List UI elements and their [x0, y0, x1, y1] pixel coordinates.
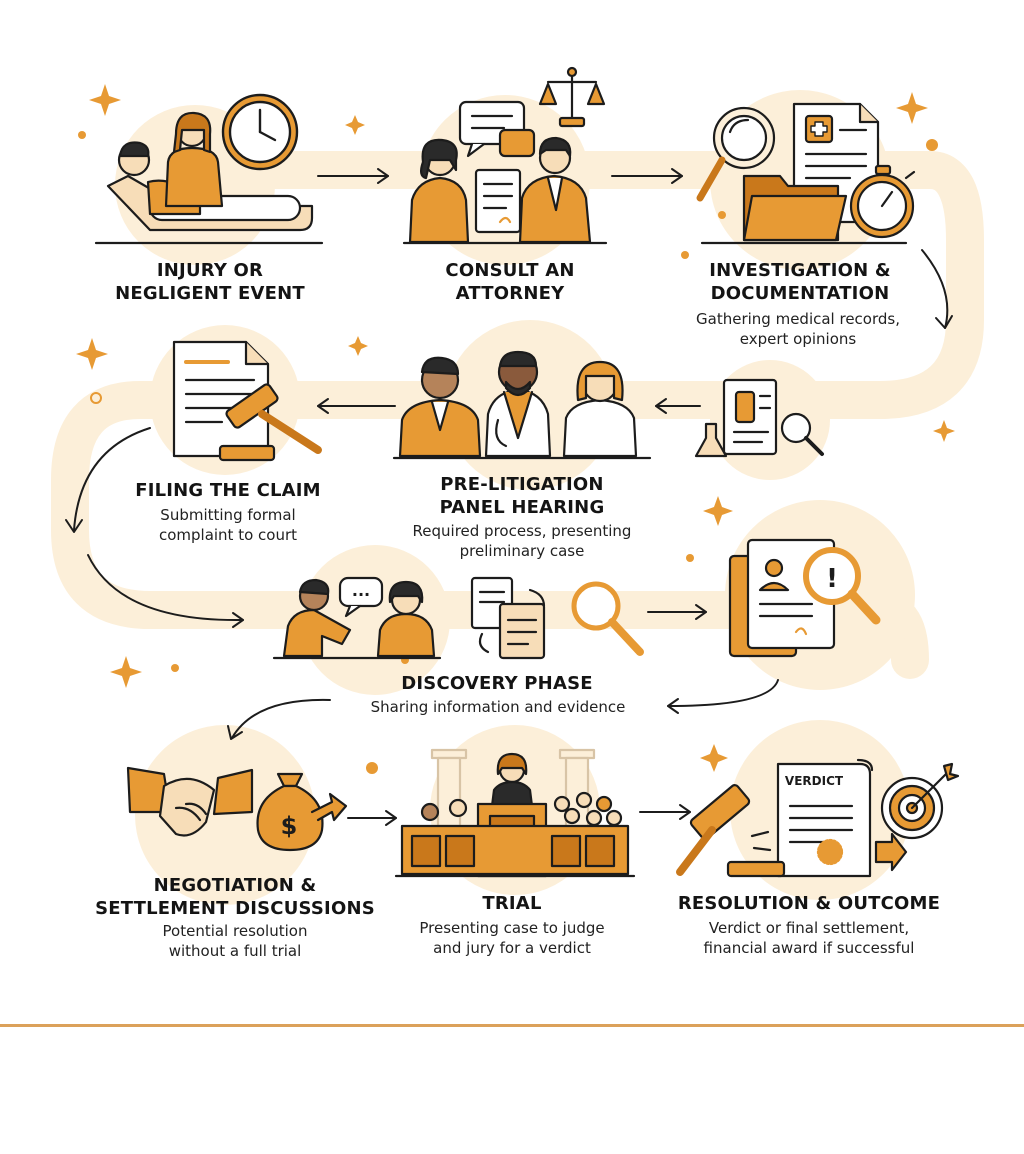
arrow-right-icon — [611, 168, 683, 184]
step-3-desc-line: Gathering medical records, — [696, 310, 900, 328]
lab-report-icon — [694, 378, 824, 458]
step-9-desc-line: Verdict or final settlement, — [708, 919, 910, 937]
sparkle-icon — [896, 92, 928, 124]
arrow-left-icon — [655, 398, 701, 414]
step-3-desc-line: expert opinions — [739, 330, 857, 348]
step-8-title-line: TRIAL — [482, 893, 542, 914]
alert-symbol: ! — [826, 564, 838, 594]
step-9-title-line: RESOLUTION & OUTCOME — [677, 893, 941, 914]
money-bag-icon — [256, 772, 348, 852]
verdict-target-icon — [676, 758, 960, 878]
step-9-description: Verdict or final settlement, financial a… — [674, 918, 944, 958]
arrow-right-icon — [639, 804, 691, 820]
step-7-desc-line: without a full trial — [168, 942, 302, 960]
sparkle-icon — [933, 420, 955, 442]
background-path — [51, 151, 984, 679]
step-4-title: PRE-LITIGATION PANEL HEARING — [402, 473, 642, 519]
backdrop-negotiation — [135, 725, 315, 905]
arrow-curve-down-left-icon — [227, 698, 331, 740]
arrow-left-icon — [317, 398, 396, 414]
sparkle-icon — [345, 115, 365, 135]
attorney-consultation-icon — [402, 66, 608, 245]
magnifier-records-icon — [696, 102, 916, 245]
step-8-desc-line: Presenting case to judge — [419, 919, 605, 937]
sparkle-icon — [348, 336, 368, 356]
step-4-description: Required process, presenting preliminary… — [382, 521, 662, 561]
step-6-title-line: DISCOVERY PHASE — [401, 673, 593, 694]
arrow-right-icon — [347, 810, 397, 826]
decorative-sparkles — [76, 84, 955, 774]
scales-of-justice-icon — [538, 66, 606, 128]
arrow-right-icon — [317, 168, 389, 184]
case-review-icon — [728, 538, 881, 658]
speech-bubble-icon — [458, 100, 536, 158]
step-5-desc-line: complaint to court — [158, 526, 298, 544]
step-7-title-line: SETTLEMENT DISCUSSIONS — [95, 898, 375, 919]
step-8-desc-line: and jury for a verdict — [433, 939, 591, 957]
sparkle-icon — [110, 656, 142, 688]
discovery-people-icon — [272, 576, 442, 660]
step-9-title: RESOLUTION & OUTCOME — [664, 892, 954, 915]
step-7-title: NEGOTIATION & SETTLEMENT DISCUSSIONS — [84, 874, 386, 920]
arrow-curve-right-icon — [87, 554, 244, 628]
patient-bed-icon — [94, 111, 324, 245]
step-2-title-line: CONSULT AN — [445, 260, 575, 281]
step-4-title-line: PRE-LITIGATION — [440, 474, 604, 495]
step-1-title-line: INJURY OR — [156, 260, 264, 281]
sparkle-icon — [703, 496, 733, 526]
panel-experts-icon — [392, 350, 652, 460]
step-3-title: INVESTIGATION & DOCUMENTATION — [680, 259, 920, 305]
step-4-desc-line: Required process, presenting — [412, 522, 632, 540]
step-1-title: INJURY OR NEGLIGENT EVENT — [100, 259, 320, 305]
step-8-description: Presenting case to judge and jury for a … — [392, 918, 632, 958]
sparkle-icon — [700, 744, 728, 772]
target-icon — [880, 762, 960, 840]
bottom-divider — [0, 1024, 1024, 1027]
step-7-description: Potential resolution without a full tria… — [124, 921, 346, 961]
arrow-right-icon — [647, 604, 707, 620]
step-5-desc-line: Submitting formal — [160, 506, 296, 524]
arrow-curve-down-icon — [921, 249, 953, 329]
step-7-title-line: NEGOTIATION & — [153, 875, 317, 896]
clock-icon — [221, 93, 299, 171]
handshake-money-icon — [126, 766, 348, 852]
step-4-desc-line: preliminary case — [459, 542, 585, 560]
step-7-desc-line: Potential resolution — [162, 922, 308, 940]
document-gavel-icon — [172, 340, 322, 462]
step-6-description: Sharing information and evidence — [340, 697, 656, 717]
step-6-desc-line: Sharing information and evidence — [370, 698, 626, 716]
arrow-curve-left-icon — [667, 679, 779, 714]
step-1-title-line: NEGLIGENT EVENT — [115, 283, 305, 304]
step-5-title: FILING THE CLAIM — [108, 479, 348, 502]
step-3-description: Gathering medical records, expert opinio… — [666, 309, 930, 349]
courtroom-icon — [394, 748, 636, 878]
verdict-label: VERDICT — [785, 774, 844, 788]
step-5-title-line: FILING THE CLAIM — [135, 480, 321, 501]
step-6-title: DISCOVERY PHASE — [372, 672, 622, 695]
arrow-curve-down-icon — [65, 427, 151, 533]
step-2-title: CONSULT AN ATTORNEY — [400, 259, 620, 305]
step-8-title: TRIAL — [432, 892, 592, 915]
sparkle-icon — [76, 338, 108, 370]
sparkle-icon — [89, 84, 121, 116]
step-3-title-line: INVESTIGATION & — [709, 260, 891, 281]
step-3-title-line: DOCUMENTATION — [710, 283, 890, 304]
flow-arrows — [65, 168, 953, 826]
stopwatch-icon — [849, 164, 916, 239]
step-5-description: Submitting formal complaint to court — [118, 505, 338, 545]
step-4-title-line: PANEL HEARING — [439, 497, 605, 518]
money-symbol: $ — [281, 812, 298, 840]
document-exchange-icon — [470, 576, 644, 660]
speech-dots: ... — [352, 581, 370, 600]
step-9-desc-line: financial award if successful — [703, 939, 915, 957]
step-2-title-line: ATTORNEY — [455, 283, 565, 304]
